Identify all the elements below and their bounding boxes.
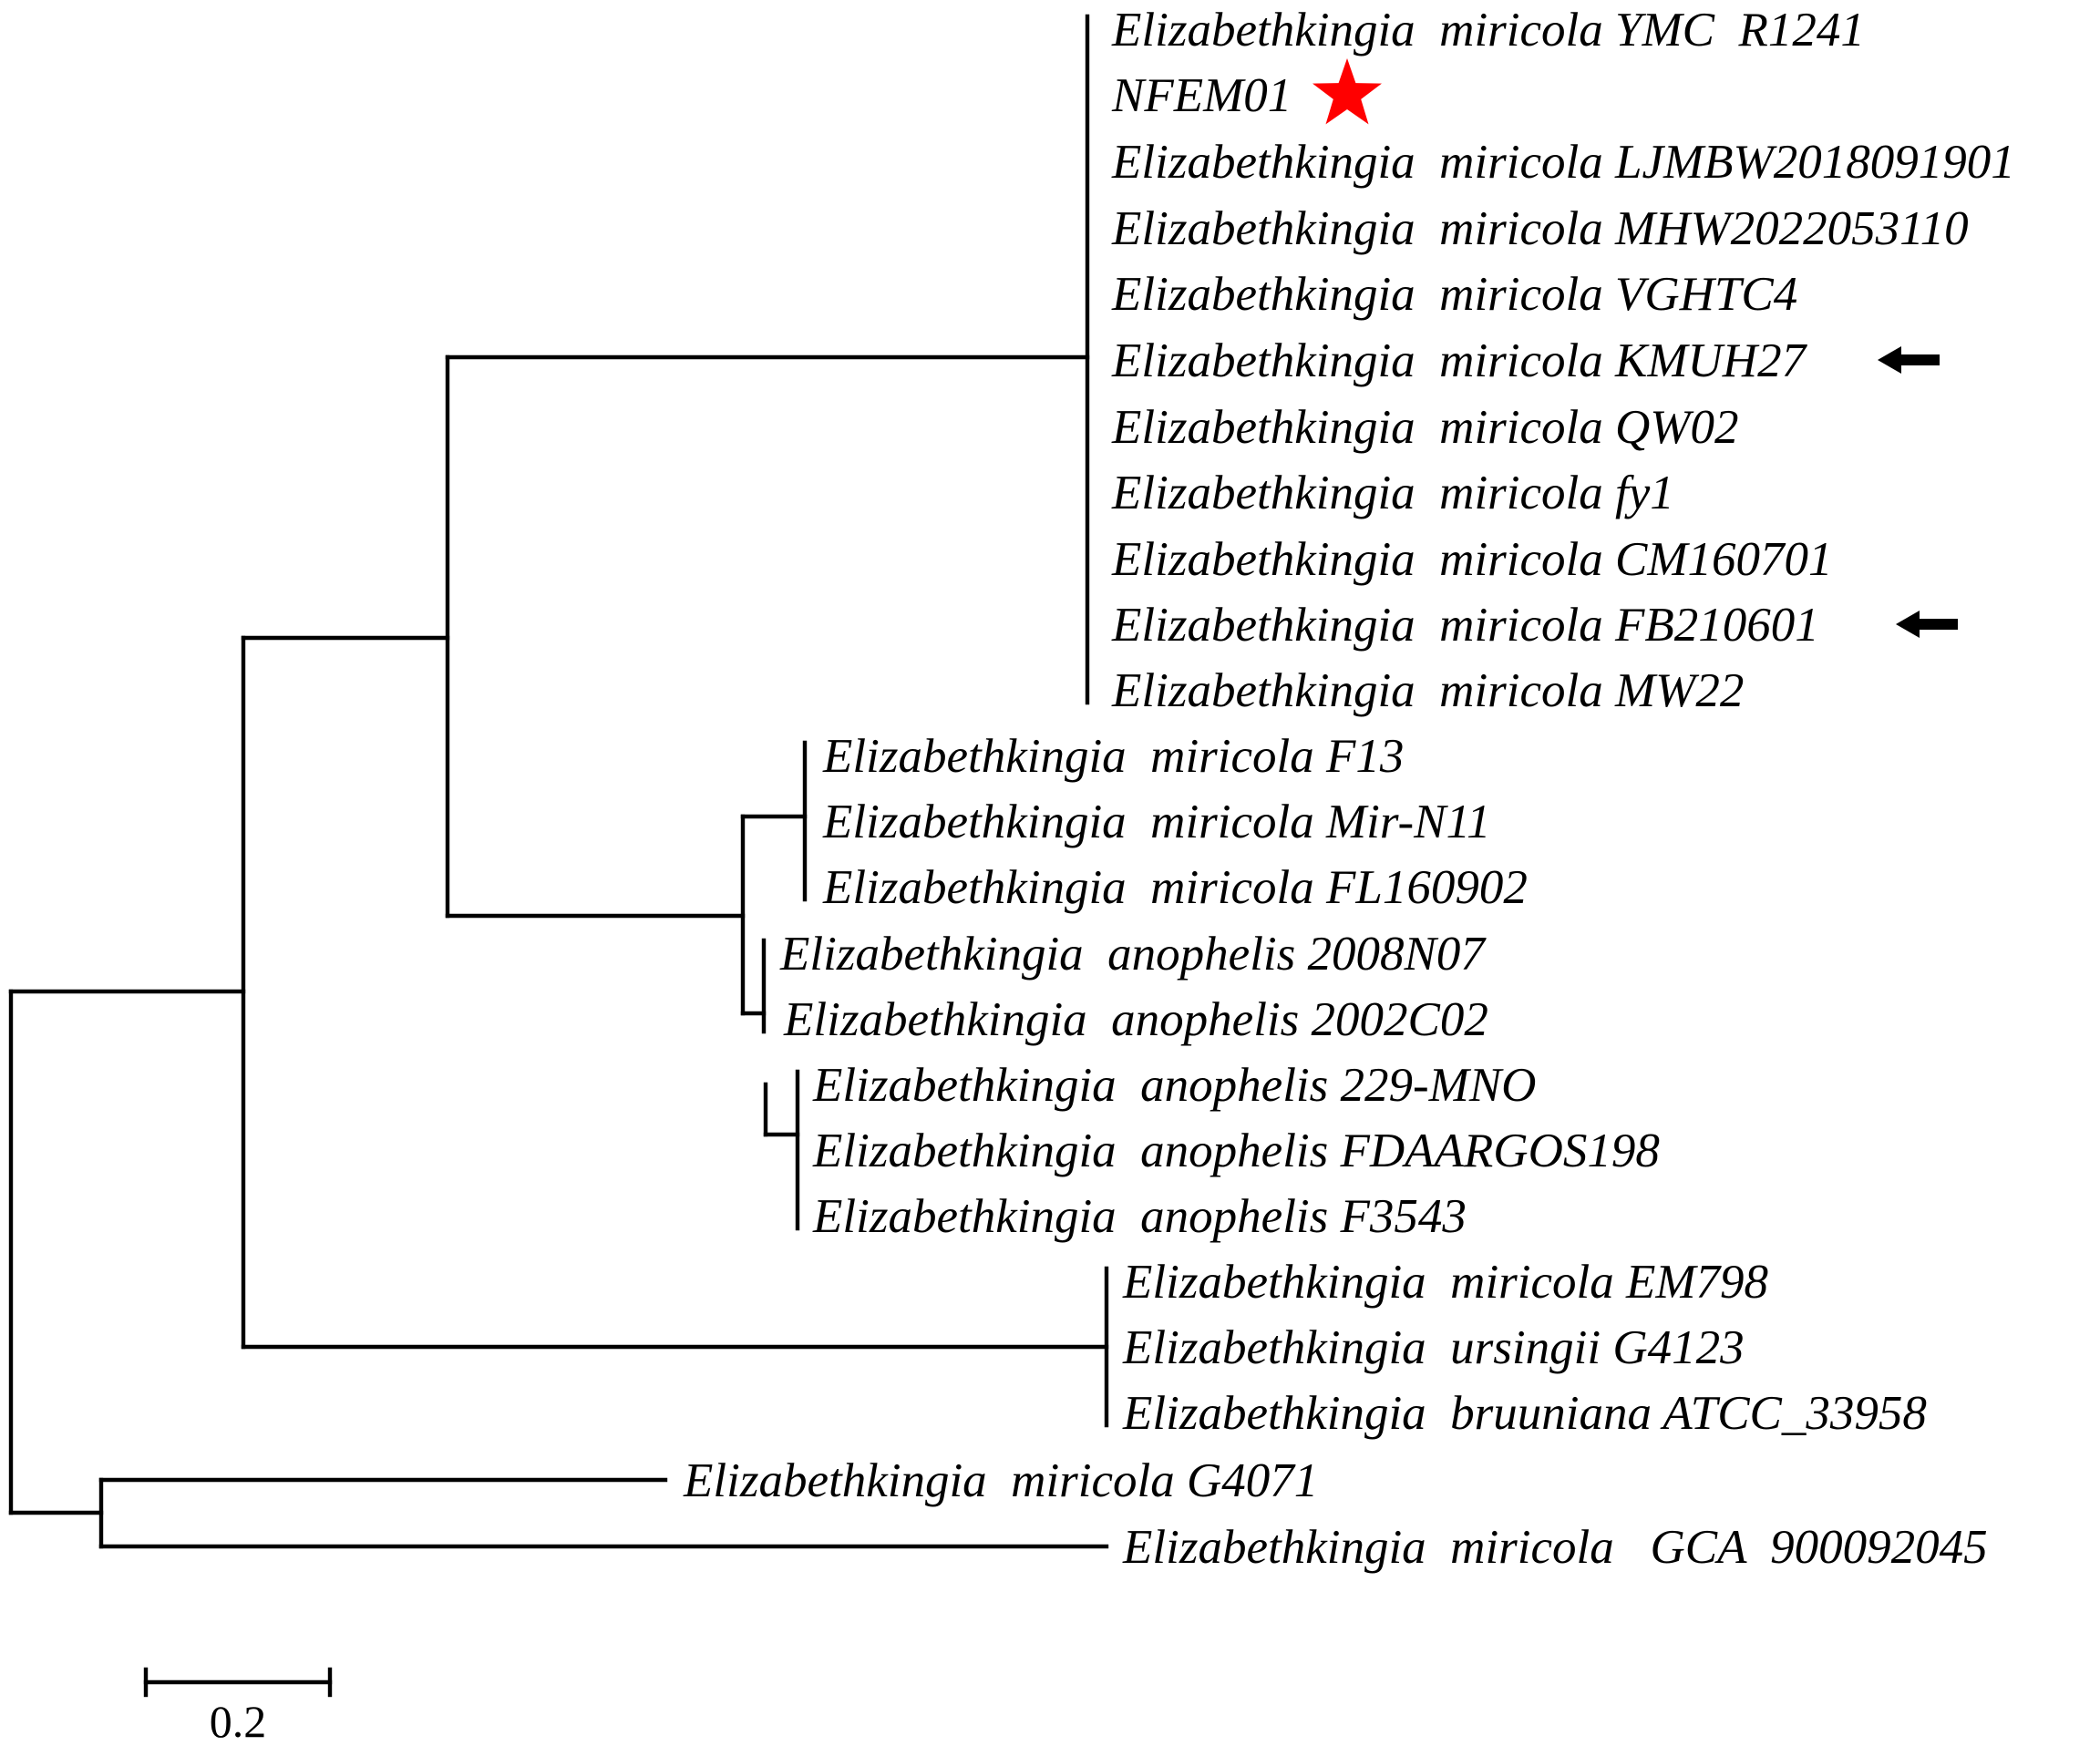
leaf-label-l1: Elizabethkingia miricola YMC R1241 xyxy=(1111,4,1865,56)
leaf-label-l18: Elizabethkingia anophelis FDAARGOS198 xyxy=(812,1125,1660,1177)
leaf-labels: Elizabethkingia miricola YMC R1241NFEM01… xyxy=(683,4,2015,1574)
leaf-label-l10: Elizabethkingia miricola FB210601 xyxy=(1111,599,1819,652)
leaf-markers xyxy=(1312,58,1958,638)
star-icon xyxy=(1312,58,1382,125)
leaf-label-l16: Elizabethkingia anophelis 2002C02 xyxy=(783,993,1488,1046)
arrow-left-icon xyxy=(1878,346,1940,374)
leaf-label-l12: Elizabethkingia miricola F13 xyxy=(822,730,1404,783)
leaf-label-l7: Elizabethkingia miricola QW02 xyxy=(1111,401,1738,454)
leaf-label-l2: NFEM01 xyxy=(1111,69,1292,122)
leaf-label-l5: Elizabethkingia miricola VGHTC4 xyxy=(1111,268,1797,321)
leaf-label-l17: Elizabethkingia anophelis 229-MNO xyxy=(812,1059,1536,1112)
leaf-label-l8: Elizabethkingia miricola fy1 xyxy=(1111,467,1674,519)
leaf-label-l15: Elizabethkingia anophelis 2008N07 xyxy=(779,928,1487,981)
leaf-label-l23: Elizabethkingia miricola G4071 xyxy=(683,1454,1318,1507)
leaf-label-l20: Elizabethkingia miricola EM798 xyxy=(1122,1256,1768,1309)
leaf-label-l21: Elizabethkingia ursingii G4123 xyxy=(1122,1321,1745,1374)
scale-bar-label: 0.2 xyxy=(210,1696,267,1746)
scale-bar: 0.2 xyxy=(143,1667,333,1746)
leaf-label-l11: Elizabethkingia miricola MW22 xyxy=(1111,664,1744,717)
leaf-label-l14: Elizabethkingia miricola FL160902 xyxy=(822,861,1528,914)
leaf-label-l6: Elizabethkingia miricola KMUH27 xyxy=(1111,334,1808,387)
leaf-label-l22: Elizabethkingia bruuniana ATCC_33958 xyxy=(1122,1387,1927,1440)
leaf-label-l19: Elizabethkingia anophelis F3543 xyxy=(812,1190,1467,1243)
arrow-left-icon xyxy=(1896,611,1958,638)
leaf-label-l3: Elizabethkingia miricola LJMBW2018091901 xyxy=(1111,136,2015,189)
leaf-label-l4: Elizabethkingia miricola MHW2022053110 xyxy=(1111,202,1969,255)
leaf-label-l13: Elizabethkingia miricola Mir-N11 xyxy=(822,796,1491,848)
tree-branches xyxy=(8,14,1109,1549)
leaf-label-l24: Elizabethkingia miricola GCA 900092045 xyxy=(1122,1521,1988,1574)
leaf-label-l9: Elizabethkingia miricola CM160701 xyxy=(1111,533,1833,586)
